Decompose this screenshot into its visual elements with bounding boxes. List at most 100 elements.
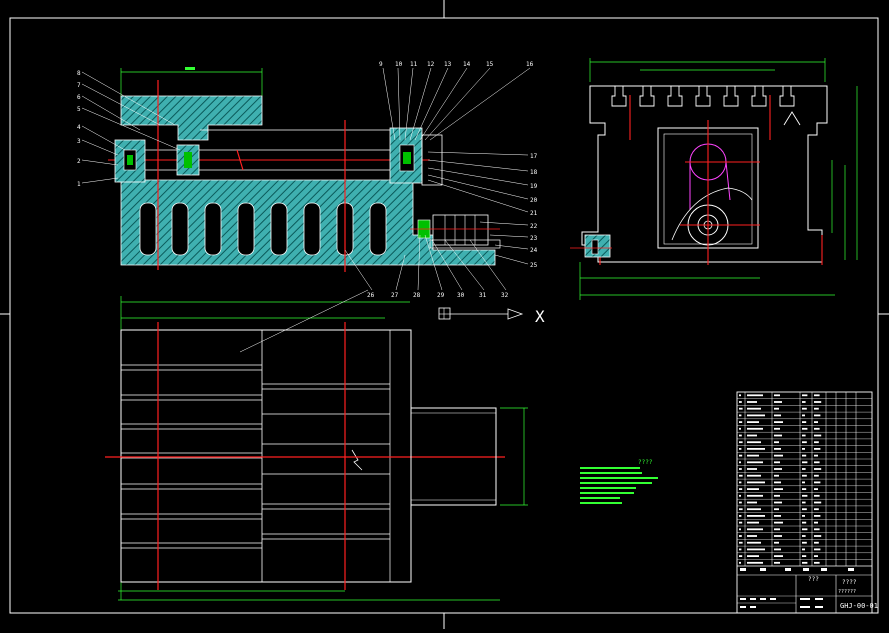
bom-cell-mark [814, 535, 822, 537]
bom-cell-mark [747, 427, 763, 430]
bom-cell-mark [814, 541, 819, 544]
bom-cell-mark [814, 427, 820, 430]
bom-cell-mark [739, 394, 741, 397]
section-marker-label: X [535, 307, 545, 326]
side-center-lines [599, 95, 823, 265]
bom-cell-mark [739, 461, 741, 464]
bom-cell-mark [774, 401, 782, 403]
bom-cell-mark [774, 494, 780, 497]
bom-cell-mark [739, 434, 742, 437]
dimension-text-mark [185, 67, 195, 70]
bom-cell-mark [802, 414, 805, 417]
bom-cell-mark [774, 394, 780, 397]
bom-cell-mark [747, 407, 761, 410]
bom-cell-mark [739, 555, 743, 557]
svg-text:10: 10 [395, 61, 403, 68]
bom-cell-mark [774, 454, 783, 457]
svg-text:31: 31 [479, 292, 487, 299]
bom-cell-mark [774, 555, 783, 557]
bom-cell-mark [739, 548, 742, 551]
bom-cell-mark [802, 521, 807, 524]
item-numbers-left: 8 7 6 5 4 3 2 1 [77, 70, 81, 188]
bom-cell-mark [814, 468, 822, 470]
svg-text:19: 19 [530, 183, 538, 190]
bom-cell-mark [814, 488, 818, 490]
bom-cell-mark [814, 515, 821, 517]
svg-text:27: 27 [391, 292, 399, 299]
bom-cell-mark [747, 394, 763, 397]
bom-cell-mark [774, 448, 781, 450]
bom-cell-mark [747, 474, 761, 477]
upper-frame-section [120, 95, 263, 141]
svg-text:29: 29 [437, 292, 445, 299]
bom-cell-mark [774, 427, 780, 430]
technical-notes: ???? [580, 459, 658, 504]
front-top-dimension [120, 68, 263, 96]
item-numbers-bottom: 32 31 30 29 28 27 26 [367, 292, 509, 299]
bom-cell-mark [774, 461, 780, 464]
svg-text:18: 18 [530, 169, 538, 176]
bom-cell-mark [739, 488, 743, 490]
bom-cell-mark [747, 488, 759, 490]
drive-motor [410, 214, 501, 249]
plan-slots [121, 330, 391, 582]
side-dimensions [579, 58, 858, 300]
bom-cell-mark [774, 541, 779, 544]
bom-cell-mark [747, 414, 765, 417]
bom-cell-mark [739, 454, 743, 457]
bom-cell-mark [747, 508, 761, 511]
svg-text:16: 16 [526, 61, 534, 68]
bom-cell-mark [774, 561, 780, 564]
plan-view [105, 289, 528, 601]
bom-cell-mark [739, 541, 743, 544]
bom-cell-mark [747, 515, 765, 517]
bom-cell-mark [747, 541, 761, 544]
bom-cell-mark [739, 528, 741, 531]
bom-cell-mark [802, 401, 806, 403]
bom-cell-mark [814, 481, 821, 484]
bom-cell-mark [814, 414, 821, 417]
right-bearing-housing [389, 127, 443, 186]
bom-cell-mark [814, 434, 822, 437]
bom-cell-mark [814, 448, 821, 450]
bom-cell-mark [747, 561, 763, 564]
side-view [570, 58, 858, 300]
bom-cell-mark [802, 421, 807, 423]
title-block-marks: ???? [842, 579, 857, 586]
side-foot-detail [570, 234, 612, 258]
bom-cell-mark [802, 468, 806, 470]
svg-text:4: 4 [77, 124, 81, 131]
bom-cell-mark [802, 515, 805, 517]
front-section-view: 8 7 6 5 4 3 2 1 9 10 11 12 13 14 15 [77, 61, 545, 326]
bom-cell-mark [814, 454, 818, 457]
svg-text:25: 25 [530, 262, 538, 269]
bom-cell-mark [747, 468, 757, 470]
bom-cell-mark [774, 528, 780, 531]
svg-text:1: 1 [77, 181, 81, 188]
notes-heading: ???? [638, 459, 653, 466]
bom-cell-mark [747, 528, 763, 531]
bom-cell-mark [739, 515, 742, 517]
title-block: ???? ?????? ??? GHJ-00-01 [736, 391, 878, 614]
svg-text:6: 6 [77, 94, 81, 101]
bom-cell-mark [802, 434, 806, 437]
svg-text:7: 7 [77, 82, 81, 89]
bom-cell-mark [814, 474, 819, 477]
bom-cell-mark [739, 481, 742, 484]
bom-cell-mark [802, 508, 807, 511]
svg-text:26: 26 [367, 292, 375, 299]
bom-cell-mark [739, 561, 741, 564]
bom-cell-mark [747, 501, 757, 504]
bom-cell-mark [747, 448, 765, 450]
leaders-right [427, 151, 529, 265]
svg-text:30: 30 [457, 292, 465, 299]
svg-text:28: 28 [413, 292, 421, 299]
bom-cell-mark [747, 461, 763, 464]
bom-cell-mark [739, 494, 741, 497]
bom-cell-mark [774, 535, 782, 537]
bom-cell-mark [774, 474, 779, 477]
bom-cell-mark [774, 434, 782, 437]
bom-cell-mark [814, 407, 819, 410]
